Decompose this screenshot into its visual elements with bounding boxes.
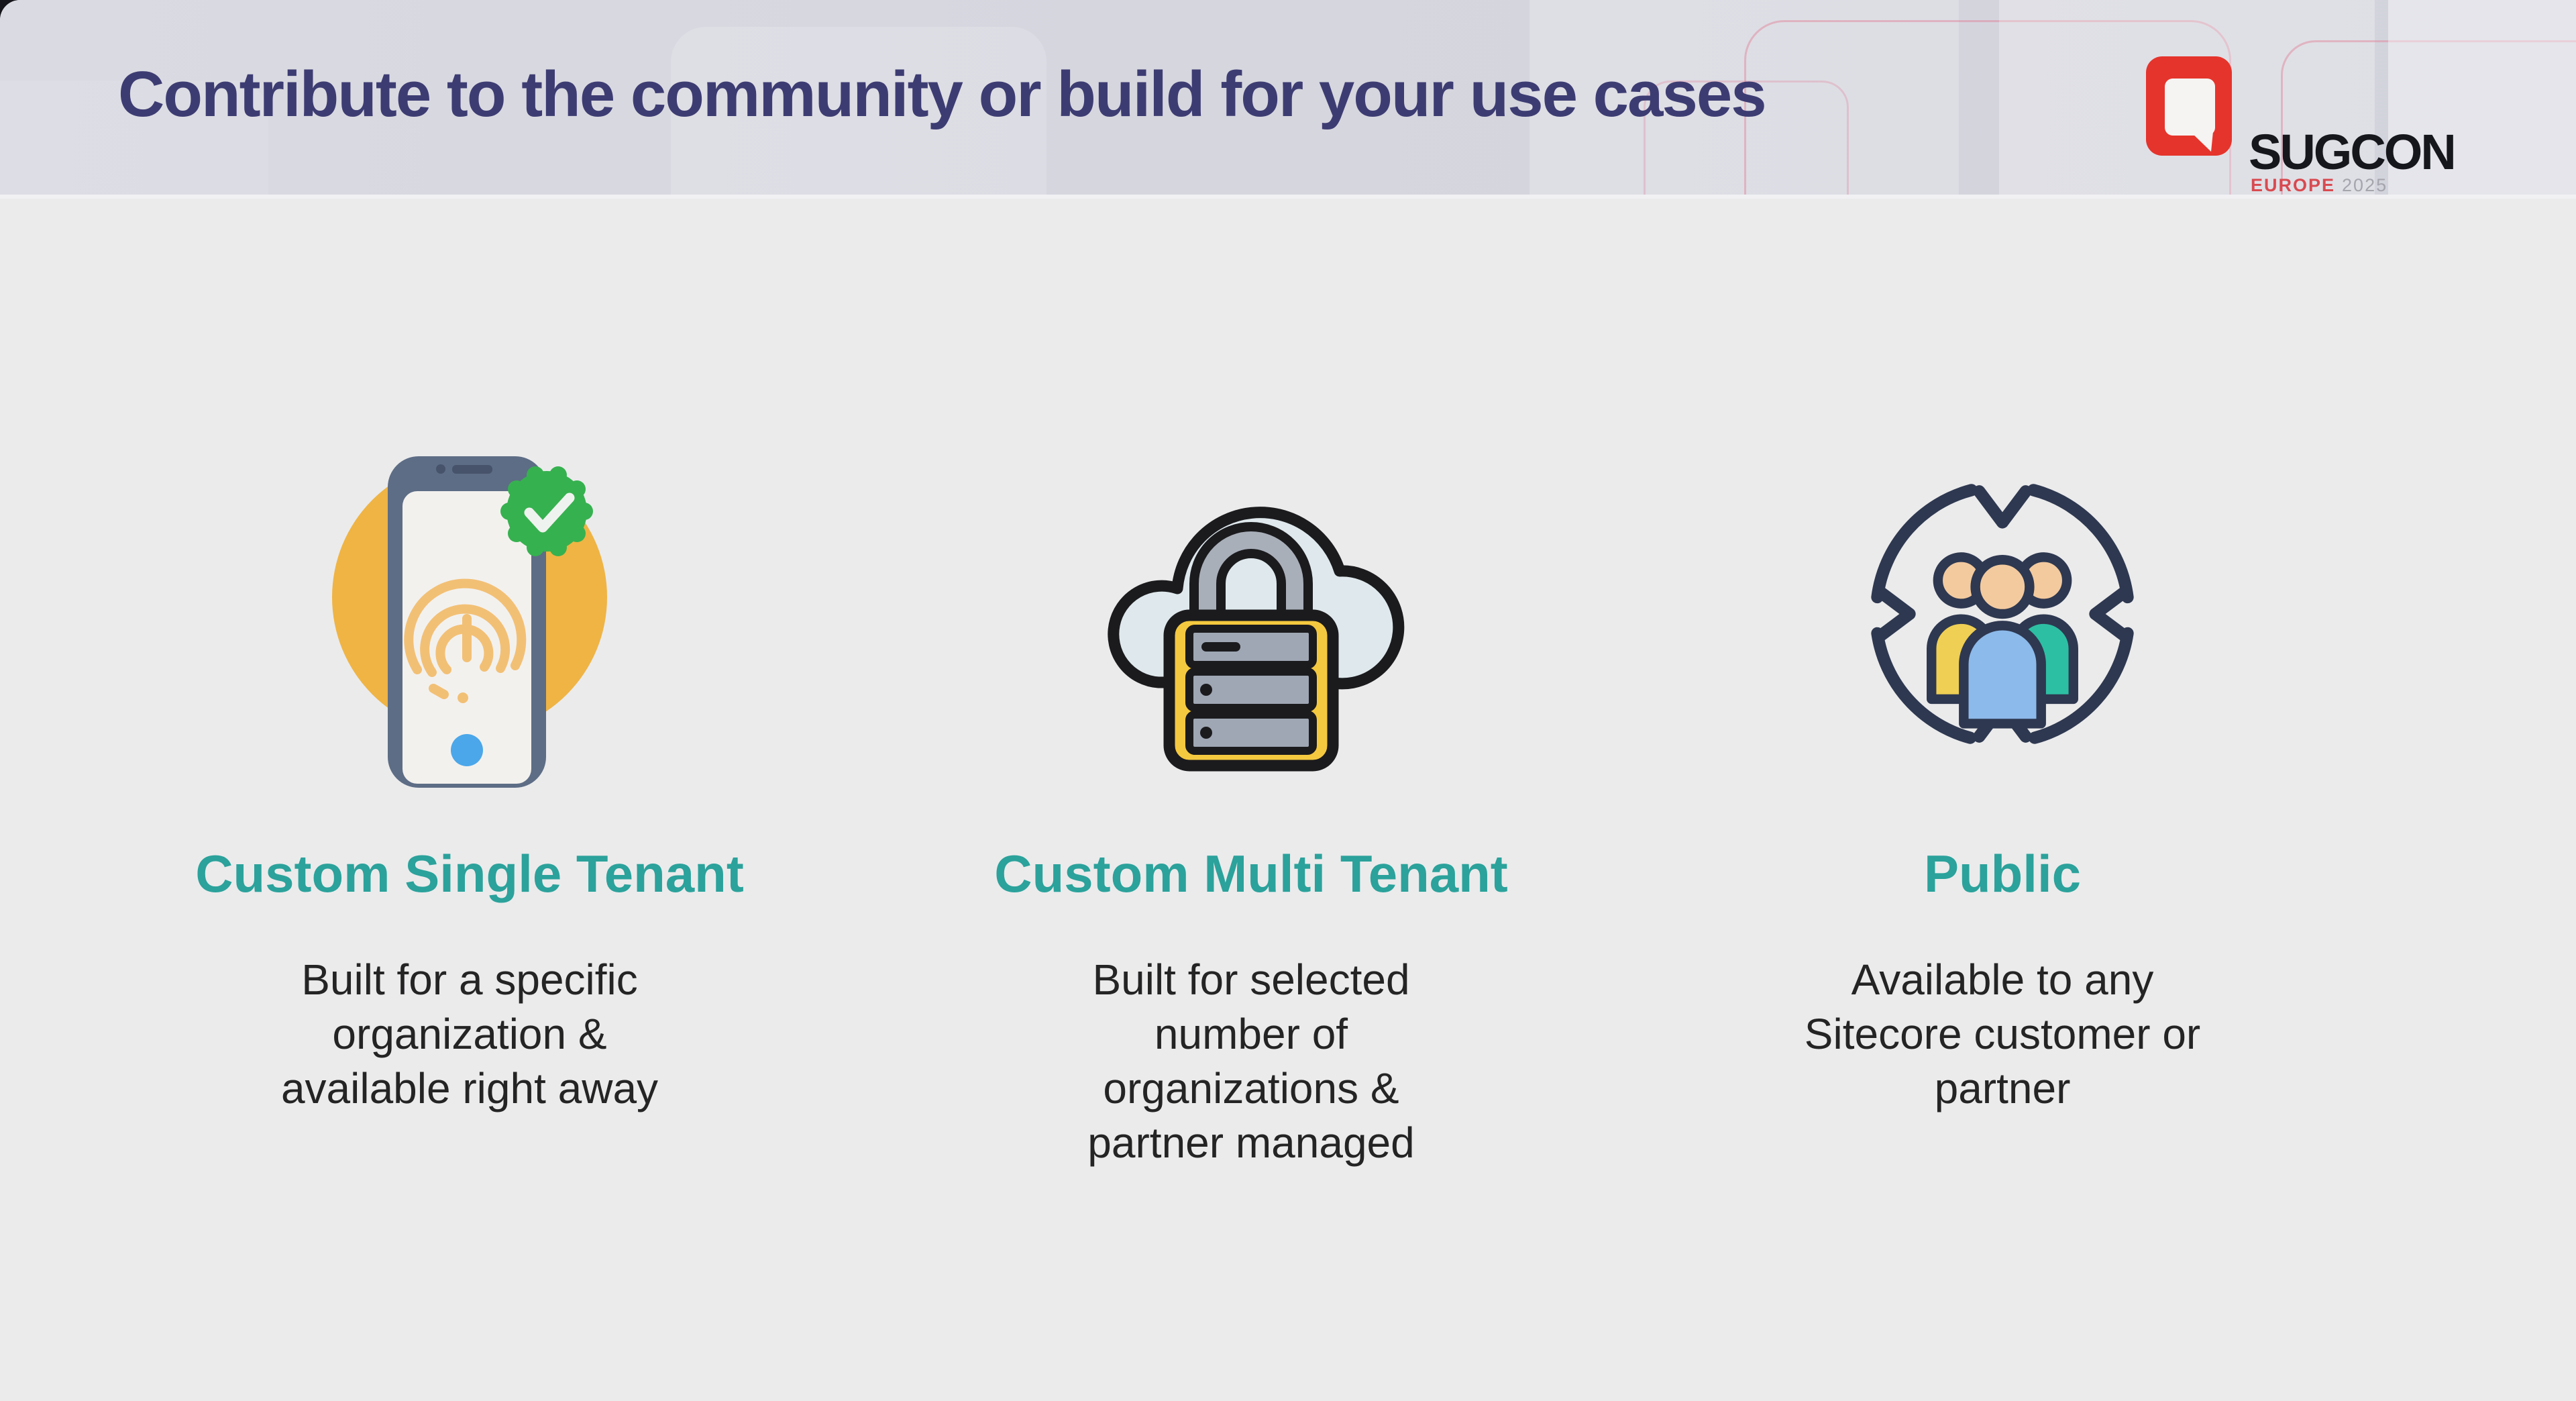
header-decoration — [671, 27, 1046, 195]
logo-name: SUGCON — [2249, 124, 2457, 180]
column-description: Built for selected number of organizatio… — [1087, 955, 1415, 1167]
header-decoration — [1529, 0, 1959, 195]
column-heading: Custom Multi Tenant — [994, 844, 1508, 903]
column-description: Available to any Sitecore customer or pa… — [1804, 955, 2201, 1112]
column-custom-single-tenant: Custom Single Tenant Built for a specifi… — [181, 429, 758, 1116]
header-decoration — [1644, 81, 1849, 195]
column-description: Built for a specific organization & avai… — [280, 955, 659, 1112]
logo-region: EUROPE — [2251, 175, 2336, 195]
slide-header: Contribute to the community or build for… — [0, 0, 2576, 199]
sugcon-logo: SUGCON EUROPE 2025 — [2146, 56, 2522, 195]
speech-bubble-logo-icon — [2146, 56, 2232, 156]
people-cycle-arrows-icon — [1835, 429, 2170, 798]
header-decoration — [0, 81, 268, 195]
cloud-lock-servers-icon — [1083, 429, 1419, 798]
phone-fingerprint-verified-icon — [302, 429, 637, 798]
logo-year: 2025 — [2342, 175, 2388, 195]
header-decoration — [2281, 40, 2576, 195]
column-custom-multi-tenant: Custom Multi Tenant Built for selected n… — [963, 429, 1540, 1170]
column-heading: Custom Single Tenant — [195, 844, 744, 903]
header-decoration — [2388, 0, 2576, 195]
column-heading: Public — [1923, 844, 2082, 903]
logo-subtitle: EUROPE 2025 — [2251, 175, 2388, 195]
page-title: Contribute to the community or build for… — [118, 58, 1767, 130]
column-public: Public Available to any Sitecore custome… — [1714, 429, 2291, 1116]
